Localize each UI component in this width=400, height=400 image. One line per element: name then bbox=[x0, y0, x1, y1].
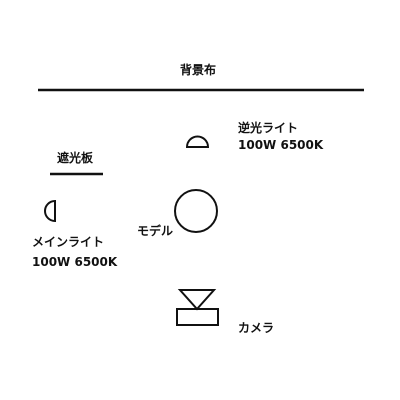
main-light-name: メインライト bbox=[32, 235, 105, 249]
camera-lens-icon bbox=[177, 289, 217, 311]
back-light-spec: 100W 6500K bbox=[238, 138, 324, 152]
main-light-icon bbox=[44, 199, 56, 223]
reflector-label: 遮光板 bbox=[57, 151, 94, 165]
camera-body-icon bbox=[176, 308, 219, 326]
backdrop-label: 背景布 bbox=[180, 63, 217, 77]
back-light-name: 逆光ライト bbox=[238, 121, 299, 135]
model-label: モデル bbox=[137, 224, 174, 238]
model-icon bbox=[174, 189, 218, 233]
back-light-icon bbox=[185, 135, 210, 148]
main-light-spec: 100W 6500K bbox=[32, 255, 118, 269]
camera-label: カメラ bbox=[238, 321, 275, 335]
